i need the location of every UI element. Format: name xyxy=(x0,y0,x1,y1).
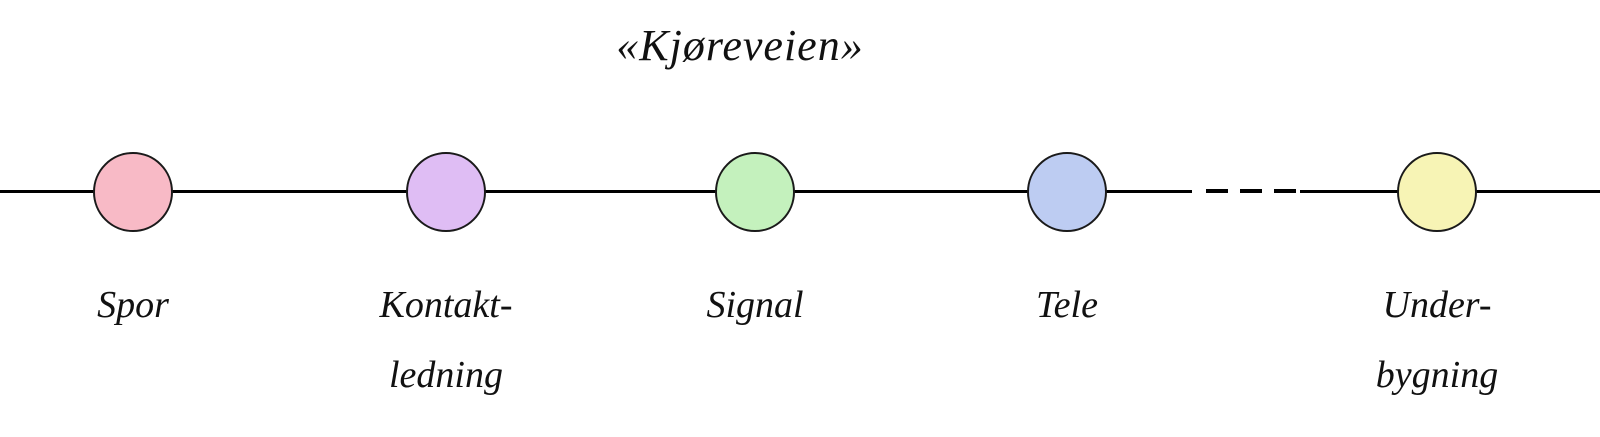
node-label-underbygning: Under- bygning xyxy=(1267,270,1600,410)
node-label-line1: Under- xyxy=(1382,284,1492,326)
node-label-signal: Signal xyxy=(585,270,925,340)
railway-line-left-segment xyxy=(0,190,1192,193)
node-label-line2: bygning xyxy=(1375,354,1499,396)
node-kontaktledning: Kontakt- ledning xyxy=(380,152,512,396)
signal-node-circle xyxy=(715,152,795,232)
node-label-line1: Spor xyxy=(97,284,169,326)
node-label-line2: ledning xyxy=(389,354,503,396)
ellipsis-dash xyxy=(1206,189,1228,193)
ellipsis-dash xyxy=(1274,189,1296,193)
node-signal: Signal xyxy=(706,152,804,326)
node-label-tele: Tele xyxy=(897,270,1237,340)
node-underbygning: Under- bygning xyxy=(1376,152,1498,396)
diagram-title: «Kjøreveien» xyxy=(616,21,864,70)
node-label-line1: Kontakt- xyxy=(379,284,513,326)
node-label-line1: Tele xyxy=(1036,284,1098,326)
spor-node-circle xyxy=(93,152,173,232)
node-tele: Tele xyxy=(1027,152,1107,326)
kontaktledning-node-circle xyxy=(406,152,486,232)
node-label-kontaktledning: Kontakt- ledning xyxy=(276,270,616,410)
node-label-line1: Signal xyxy=(706,284,804,326)
underbygning-node-circle xyxy=(1397,152,1477,232)
node-label-spor: Spor xyxy=(0,270,303,340)
ellipsis-dash xyxy=(1240,189,1262,193)
tele-node-circle xyxy=(1027,152,1107,232)
node-spor: Spor xyxy=(93,152,173,326)
